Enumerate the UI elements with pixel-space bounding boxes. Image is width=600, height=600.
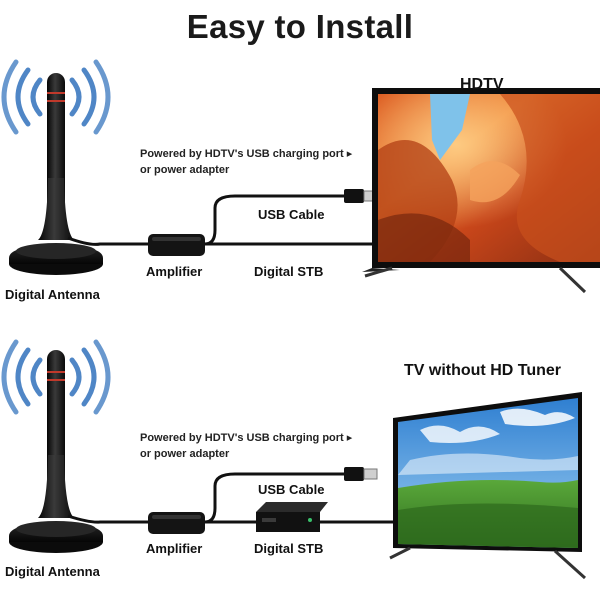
power-note-line2: or power adapter — [140, 448, 230, 460]
antenna-icon — [9, 350, 103, 553]
usb-cable-label: USB Cable — [258, 482, 325, 497]
tv-label-hdtv: HDTV — [460, 76, 504, 93]
digital-antenna-label: Digital Antenna — [5, 287, 100, 302]
power-note-line2: or power adapter — [140, 164, 230, 176]
usb-cable-label: USB Cable — [258, 207, 325, 222]
tv-label-without-tuner: TV without HD Tuner — [404, 362, 562, 379]
tv-icon — [389, 392, 587, 580]
cable — [67, 194, 380, 246]
power-note-line1: Powered by HDTV's USB charging port ▸ — [140, 148, 353, 160]
page-title: Easy to Install — [186, 8, 414, 45]
digital-antenna-label: Digital Antenna — [5, 564, 100, 579]
digital-stb-label: Digital STB — [254, 541, 324, 556]
panel-hdtv — [1, 59, 600, 294]
signal-waves-icon — [1, 59, 111, 135]
set-top-box-icon — [256, 502, 328, 532]
digital-stb-label: Digital STB — [254, 264, 324, 279]
tv-icon — [362, 88, 600, 294]
antenna-icon — [9, 73, 103, 275]
amplifier-label: Amplifier — [146, 541, 203, 556]
usb-plug-icon — [344, 467, 378, 481]
cable — [67, 472, 395, 524]
signal-waves-icon — [1, 339, 111, 415]
panel-tv-without-tuner — [1, 339, 587, 580]
power-note-line1: Powered by HDTV's USB charging port ▸ — [140, 432, 353, 444]
amplifier-label: Amplifier — [146, 264, 203, 279]
